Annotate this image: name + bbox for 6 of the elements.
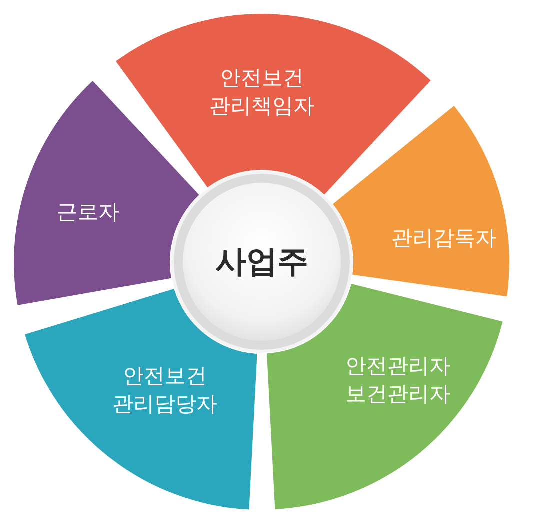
segment-label: 근로자 — [56, 198, 120, 226]
segment-label: 안전관리자 보건관리자 — [345, 352, 450, 408]
center-label: 사업주 — [216, 243, 308, 282]
segment-label: 안전보건 관리책임자 — [209, 64, 314, 120]
segment-label: 관리감독자 — [391, 224, 496, 252]
segment-label: 안전보건 관리담당자 — [112, 362, 218, 418]
